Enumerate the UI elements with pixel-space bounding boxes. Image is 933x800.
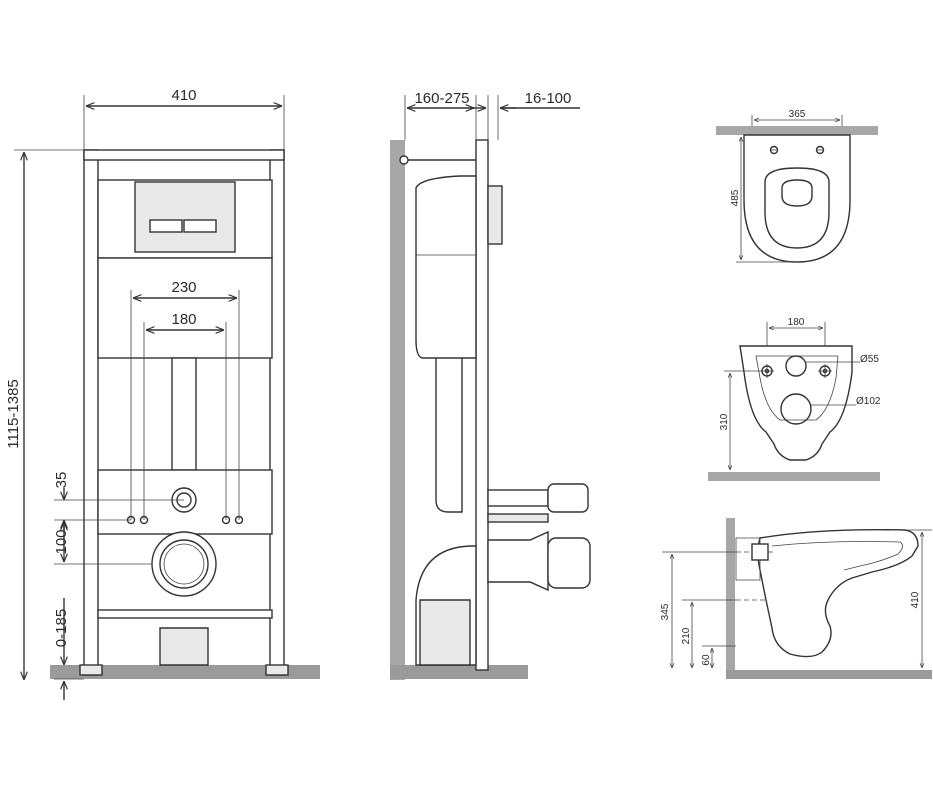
small-hole-label: Ø55 — [860, 354, 879, 365]
top-bar — [83, 149, 285, 161]
cistern-body — [97, 257, 273, 359]
left-foot — [79, 664, 103, 676]
side-flush-pipe — [435, 358, 463, 513]
back-bolt-spacing-label: 180 — [788, 317, 805, 328]
profile-total-height-label: 410 — [910, 591, 921, 608]
flush-pipe — [171, 357, 197, 471]
dim-offset-label: 35 — [53, 472, 70, 489]
small-hole — [785, 355, 807, 377]
back-floor — [708, 472, 880, 481]
profile-floor-gap-label: 60 — [701, 654, 712, 666]
back-view: 180 Ø55 Ø102 310 — [708, 317, 881, 481]
dim-wall-gap-label: 16-100 — [525, 90, 572, 107]
flush-plate — [134, 181, 236, 253]
large-hole-label: Ø102 — [856, 396, 881, 407]
top-length-label: 485 — [730, 189, 741, 206]
front-floor — [50, 665, 320, 679]
side-frame-upright — [475, 139, 489, 671]
profile-view: 345 210 60 410 — [660, 518, 932, 679]
bowl-profile — [757, 528, 919, 658]
bowl-outline-top — [743, 134, 851, 263]
left-upright — [83, 149, 99, 676]
profile-height-label: 345 — [660, 603, 671, 620]
back-height-label: 310 — [719, 413, 730, 430]
bowl-inner-top — [764, 167, 830, 249]
dim-height-label: 1115-1385 — [5, 379, 22, 449]
side-view: 160-275 16-100 — [390, 90, 591, 680]
large-hole — [780, 393, 812, 425]
side-wall — [390, 140, 405, 680]
flush-button-left — [149, 219, 183, 233]
dim-drain-offset-label: 100 — [53, 529, 70, 554]
side-flush-plate — [487, 185, 503, 245]
lower-crossbar — [97, 609, 273, 619]
side-cistern — [415, 175, 477, 359]
top-width-label: 365 — [789, 109, 806, 120]
profile-wall — [726, 518, 735, 678]
front-view: 410 230 180 1115-1385 35 100 0-185 — [5, 87, 320, 700]
dim-depth-label: 160-275 — [414, 90, 469, 107]
flush-button-right — [183, 219, 217, 233]
side-drain — [487, 530, 549, 592]
bolt-plate — [97, 469, 273, 535]
dim-inner-spacing-label: 180 — [171, 311, 196, 328]
top-wall — [716, 126, 878, 135]
bowl-back-outline — [739, 345, 853, 461]
profile-outlet-height-label: 210 — [681, 627, 692, 644]
drain-outlet — [151, 531, 217, 597]
side-inlet-pipe — [547, 483, 589, 513]
dim-floor-range-label: 0-185 — [53, 609, 70, 647]
top-view: 365 485 — [716, 109, 878, 263]
dim-outer-spacing-label: 230 — [171, 279, 196, 296]
right-foot — [265, 664, 289, 676]
profile-floor — [726, 670, 932, 679]
side-floor — [390, 665, 528, 679]
dim-width-label: 410 — [171, 87, 196, 104]
drain-elbow — [159, 627, 209, 666]
